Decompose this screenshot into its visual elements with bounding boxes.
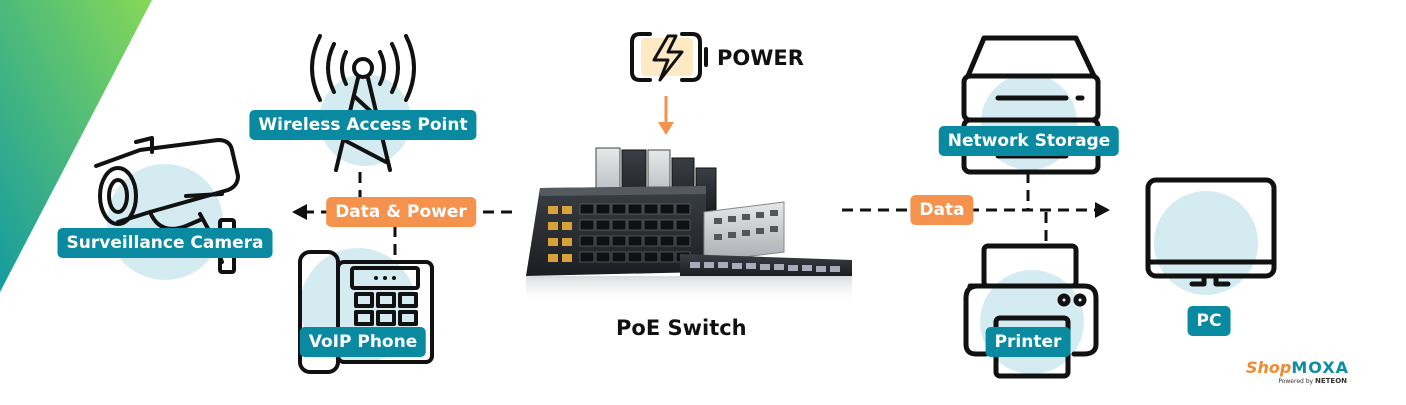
right-arrow-head	[1095, 202, 1110, 218]
wireless-ap-tag: Wireless Access Point	[249, 110, 477, 140]
logo-tagline: Powered by NETEON	[1278, 377, 1348, 385]
battery-bolt-icon	[630, 32, 708, 82]
network-storage-tag: Network Storage	[938, 126, 1120, 156]
printer-tag: Printer	[985, 327, 1071, 357]
phone-icon	[298, 250, 434, 374]
pc-tag: PC	[1187, 306, 1231, 336]
data-tag: Data	[910, 195, 974, 225]
poe-switch-label: PoE Switch	[616, 316, 747, 340]
surveillance-camera-tag: Surveillance Camera	[57, 228, 273, 258]
switch-image	[526, 147, 852, 304]
shopmoxa-logo: ShopMOXA Powered by NETEON	[1246, 358, 1350, 385]
pc-circle	[1154, 191, 1258, 295]
voip-phone-tag: VoIP Phone	[299, 327, 427, 357]
left-arrow-head	[292, 204, 307, 220]
power-arrow	[658, 96, 674, 135]
monitor-icon	[1145, 177, 1277, 287]
corner-gradient	[0, 0, 152, 292]
phone-display-dots	[374, 276, 396, 280]
data-power-tag: Data & Power	[326, 197, 476, 227]
power-label: POWER	[717, 46, 804, 70]
logo-moxa: MOXA	[1291, 358, 1350, 377]
logo-shop: Shop	[1246, 358, 1292, 377]
battery-fill	[641, 38, 693, 76]
